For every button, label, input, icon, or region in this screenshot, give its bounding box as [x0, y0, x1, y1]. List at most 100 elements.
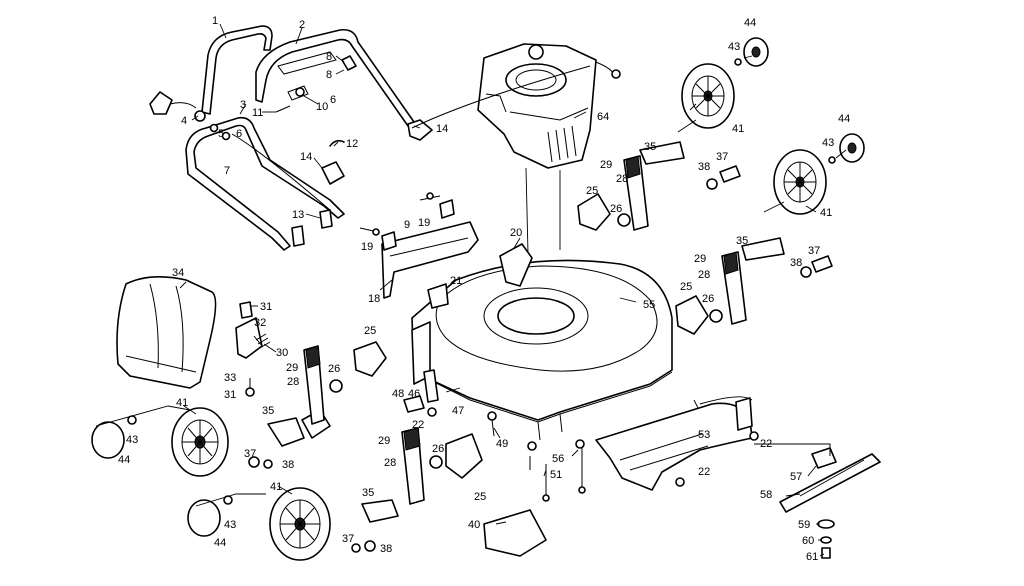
label-35a: 35	[262, 405, 274, 417]
label-35d: 35	[736, 235, 748, 247]
label-43b: 43	[224, 519, 236, 531]
label-5: 5	[218, 128, 224, 140]
label-38a: 38	[282, 459, 294, 471]
blade-assembly	[754, 443, 881, 559]
label-30: 30	[276, 347, 288, 359]
label-26a: 26	[328, 363, 340, 375]
label-60: 60	[802, 535, 814, 547]
label-22b: 22	[760, 438, 772, 450]
label-25b: 25	[474, 491, 486, 503]
label-38d: 38	[790, 257, 802, 269]
label-20: 20	[510, 227, 522, 239]
label-49: 49	[496, 438, 508, 450]
cable-control	[149, 55, 433, 247]
label-56: 56	[552, 453, 564, 465]
label-3: 3	[240, 99, 246, 111]
wheel-front-left	[269, 487, 399, 561]
label-44c: 44	[744, 17, 756, 29]
handle-panel	[255, 28, 415, 127]
label-37a: 37	[244, 448, 256, 460]
label-25d: 25	[680, 281, 692, 293]
rear-door-bracket	[359, 192, 479, 299]
label-9: 9	[404, 219, 410, 231]
label-46: 46	[408, 388, 420, 400]
label-18: 18	[368, 293, 380, 305]
label-37c: 37	[716, 151, 728, 163]
label-35c: 35	[644, 141, 656, 153]
label-41b: 41	[270, 481, 282, 493]
label-43d: 43	[822, 137, 834, 149]
label-55: 55	[643, 299, 655, 311]
label-64: 64	[597, 111, 609, 123]
wheel-rear-right	[639, 63, 741, 190]
label-53: 53	[698, 429, 710, 441]
upper-handle	[201, 25, 273, 115]
label-44a: 44	[118, 454, 130, 466]
label-28d: 28	[698, 269, 710, 281]
mower-deck	[411, 243, 673, 441]
label-26d: 26	[702, 293, 714, 305]
label-33: 33	[224, 372, 236, 384]
label-61: 61	[806, 551, 818, 563]
label-38c: 38	[698, 161, 710, 173]
label-28a: 28	[287, 376, 299, 388]
label-22c: 22	[698, 466, 710, 478]
grass-bag	[116, 276, 217, 389]
label-2: 2	[299, 19, 305, 31]
label-37b: 37	[342, 533, 354, 545]
label-29b: 29	[378, 435, 390, 447]
label-32: 32	[254, 317, 266, 329]
label-40: 40	[468, 519, 480, 531]
label-12: 12	[346, 138, 358, 150]
lower-handle	[185, 116, 345, 251]
label-25a: 25	[364, 325, 376, 337]
label-8b: 8	[326, 69, 332, 81]
label-35b: 35	[362, 487, 374, 499]
leader-lines	[95, 23, 847, 557]
label-26c: 26	[610, 203, 622, 215]
label-34: 34	[172, 267, 184, 279]
engine	[411, 43, 621, 169]
label-4: 4	[181, 115, 187, 127]
label-28c: 28	[616, 173, 628, 185]
label-14a: 14	[436, 123, 448, 135]
part-labels: 1 2 3 4 5 6 7 8 8 6 10 11 12 14 14 13 9 …	[118, 15, 850, 563]
label-57: 57	[790, 471, 802, 483]
label-22a: 22	[412, 419, 424, 431]
bag-bracket	[235, 301, 271, 397]
label-44d: 44	[838, 113, 850, 125]
label-10: 10	[316, 101, 328, 113]
label-58: 58	[760, 489, 772, 501]
label-8a: 8	[326, 51, 332, 63]
label-25c: 25	[586, 185, 598, 197]
label-51: 51	[550, 469, 562, 481]
label-59: 59	[798, 519, 810, 531]
label-7: 7	[224, 165, 230, 177]
label-19a: 19	[418, 217, 430, 229]
wheel-rear-left	[171, 407, 331, 477]
label-31a: 31	[260, 301, 272, 313]
deck-hardware	[403, 369, 759, 557]
label-29a: 29	[286, 362, 298, 374]
label-44b: 44	[214, 537, 226, 549]
label-31b: 31	[224, 389, 236, 401]
label-43c: 43	[728, 41, 740, 53]
label-6b: 6	[330, 94, 336, 106]
label-43a: 43	[126, 434, 138, 446]
label-41a: 41	[176, 397, 188, 409]
label-41d: 41	[820, 207, 832, 219]
label-38b: 38	[380, 543, 392, 555]
label-26b: 26	[432, 443, 444, 455]
label-37d: 37	[808, 245, 820, 257]
label-1: 1	[212, 15, 218, 27]
label-47: 47	[452, 405, 464, 417]
label-29d: 29	[694, 253, 706, 265]
label-21: 21	[450, 275, 462, 287]
label-48: 48	[392, 388, 404, 400]
label-28b: 28	[384, 457, 396, 469]
label-13: 13	[292, 209, 304, 221]
label-14b: 14	[300, 151, 312, 163]
side-skirt	[595, 396, 753, 491]
label-41c: 41	[732, 123, 744, 135]
